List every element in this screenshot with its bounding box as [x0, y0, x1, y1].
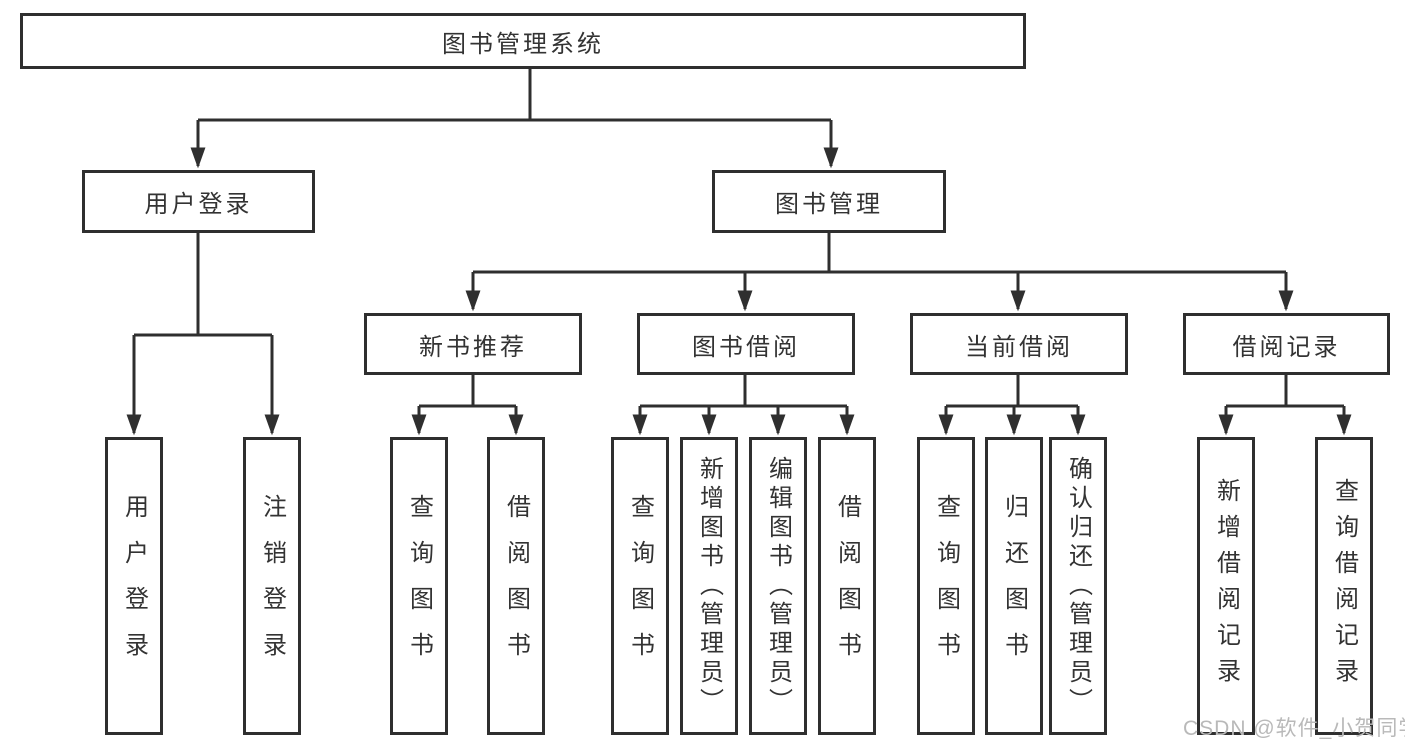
- node-label: 查询图书: [405, 494, 433, 678]
- leaf-br-query-record: 查询借阅记录: [1315, 437, 1373, 735]
- leaf-nbr-borrow-book: 借阅图书: [487, 437, 545, 735]
- node-label: 图书管理系统: [442, 30, 604, 58]
- node-label: 查询图书: [932, 494, 960, 678]
- leaf-br-add-record: 新增借阅记录: [1197, 437, 1255, 735]
- leaf-logout: 注销登录: [243, 437, 301, 735]
- node-current-borrow: 当前借阅: [910, 313, 1128, 375]
- connector-user-login-children: [126, 233, 280, 436]
- node-book-mgmt: 图书管理: [712, 170, 946, 233]
- leaf-nbr-query-book: 查询图书: [390, 437, 448, 735]
- leaf-bb-query-book: 查询图书: [611, 437, 669, 735]
- leaf-bb-edit-book-admin: 编辑图书（管理员）: [749, 437, 807, 735]
- node-label: 编辑图书（管理员）: [764, 455, 792, 717]
- leaf-bb-borrow-book: 借阅图书: [818, 437, 876, 735]
- leaf-cb-return-book: 归还图书: [985, 437, 1043, 735]
- connector-book-mgmt-children: [465, 233, 1294, 312]
- node-new-book-rec: 新书推荐: [364, 313, 582, 375]
- connector-current-borrow-children: [938, 375, 1086, 436]
- node-label: 查询图书: [626, 494, 654, 678]
- node-label: 查询借阅记录: [1330, 478, 1358, 694]
- node-book-borrow: 图书借阅: [637, 313, 855, 375]
- node-root: 图书管理系统: [20, 13, 1026, 69]
- connector-book-borrow-children: [632, 375, 855, 436]
- connector-new-book-rec-children: [411, 375, 524, 436]
- node-label: 当前借阅: [965, 333, 1073, 361]
- node-label: 借阅记录: [1232, 333, 1341, 361]
- leaf-bb-add-book-admin: 新增图书（管理员）: [680, 437, 738, 735]
- node-user-login: 用户登录: [82, 170, 315, 233]
- leaf-cb-query-book: 查询图书: [917, 437, 975, 735]
- node-label: 新书推荐: [419, 333, 527, 361]
- node-label: 借阅图书: [833, 494, 861, 678]
- connector-borrow-records-children: [1218, 375, 1352, 436]
- node-label: 图书管理: [775, 191, 883, 218]
- leaf-user-login: 用户登录: [105, 437, 163, 735]
- node-label: 确认归还（管理员）: [1064, 455, 1092, 717]
- node-borrow-records: 借阅记录: [1183, 313, 1390, 375]
- leaf-cb-confirm-return-admin: 确认归还（管理员）: [1049, 437, 1107, 735]
- node-label: 用户登录: [120, 494, 148, 678]
- node-label: 注销登录: [258, 494, 286, 678]
- node-label: 借阅图书: [502, 494, 530, 678]
- csdn-watermark: CSDN @软件_小贺同学: [1183, 717, 1405, 740]
- node-label: 图书借阅: [692, 333, 800, 361]
- node-label: 归还图书: [1000, 494, 1028, 678]
- node-label: 用户登录: [144, 191, 253, 218]
- node-label: 新增借阅记录: [1212, 478, 1240, 694]
- node-label: 新增图书（管理员）: [695, 455, 723, 717]
- connector-root-to-level2: [190, 68, 839, 169]
